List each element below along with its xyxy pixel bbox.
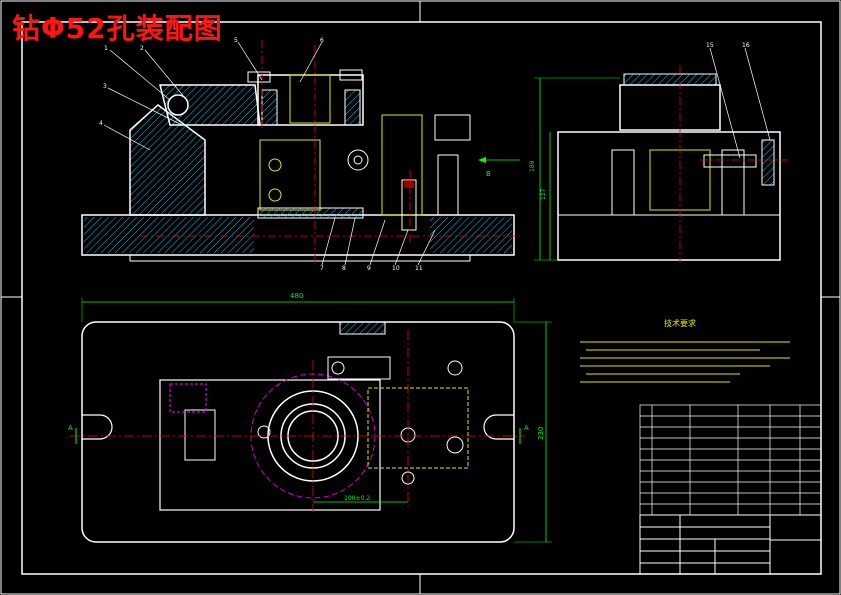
- side-view: [534, 47, 790, 262]
- part-number: 1: [104, 45, 108, 52]
- dimension-side-height: 189: [529, 160, 536, 172]
- view-arrow-label: B: [486, 170, 491, 178]
- parts-list-table: [639, 404, 822, 516]
- part-number: 7: [320, 265, 324, 272]
- tech-requirements-title: 技术要求: [664, 319, 696, 328]
- dimension-center-distance: 100±0.2: [344, 495, 370, 502]
- front-section-view: [81, 40, 520, 266]
- part-number: 9: [367, 265, 371, 272]
- section-label-right: A: [524, 424, 529, 432]
- plan-view: [70, 298, 552, 543]
- front-part-numbers: 1 2 3 4 5 6 7 8 9 10 11: [99, 37, 423, 272]
- dimension-overall-width: 230: [537, 427, 545, 440]
- part-number: 16: [742, 42, 750, 49]
- title-block: [639, 514, 822, 575]
- dimension-side-height-2: 127: [540, 188, 547, 200]
- section-label-left: A: [68, 424, 73, 432]
- part-number: 2: [140, 45, 144, 52]
- part-number: 4: [99, 120, 103, 127]
- part-number: 3: [103, 83, 107, 90]
- tech-requirement-lines: [580, 341, 790, 383]
- dimension-overall-length: 480: [290, 292, 303, 300]
- drawing-title: 钻Φ52孔装配图: [12, 12, 223, 45]
- part-number: 11: [415, 265, 423, 272]
- part-number: 6: [320, 37, 324, 44]
- part-number: 5: [234, 37, 238, 44]
- part-number: 10: [392, 265, 400, 272]
- part-number: 8: [342, 265, 346, 272]
- part-number: 15: [706, 42, 714, 49]
- inner-border: [21, 21, 822, 575]
- side-part-numbers: 15 16: [706, 42, 750, 49]
